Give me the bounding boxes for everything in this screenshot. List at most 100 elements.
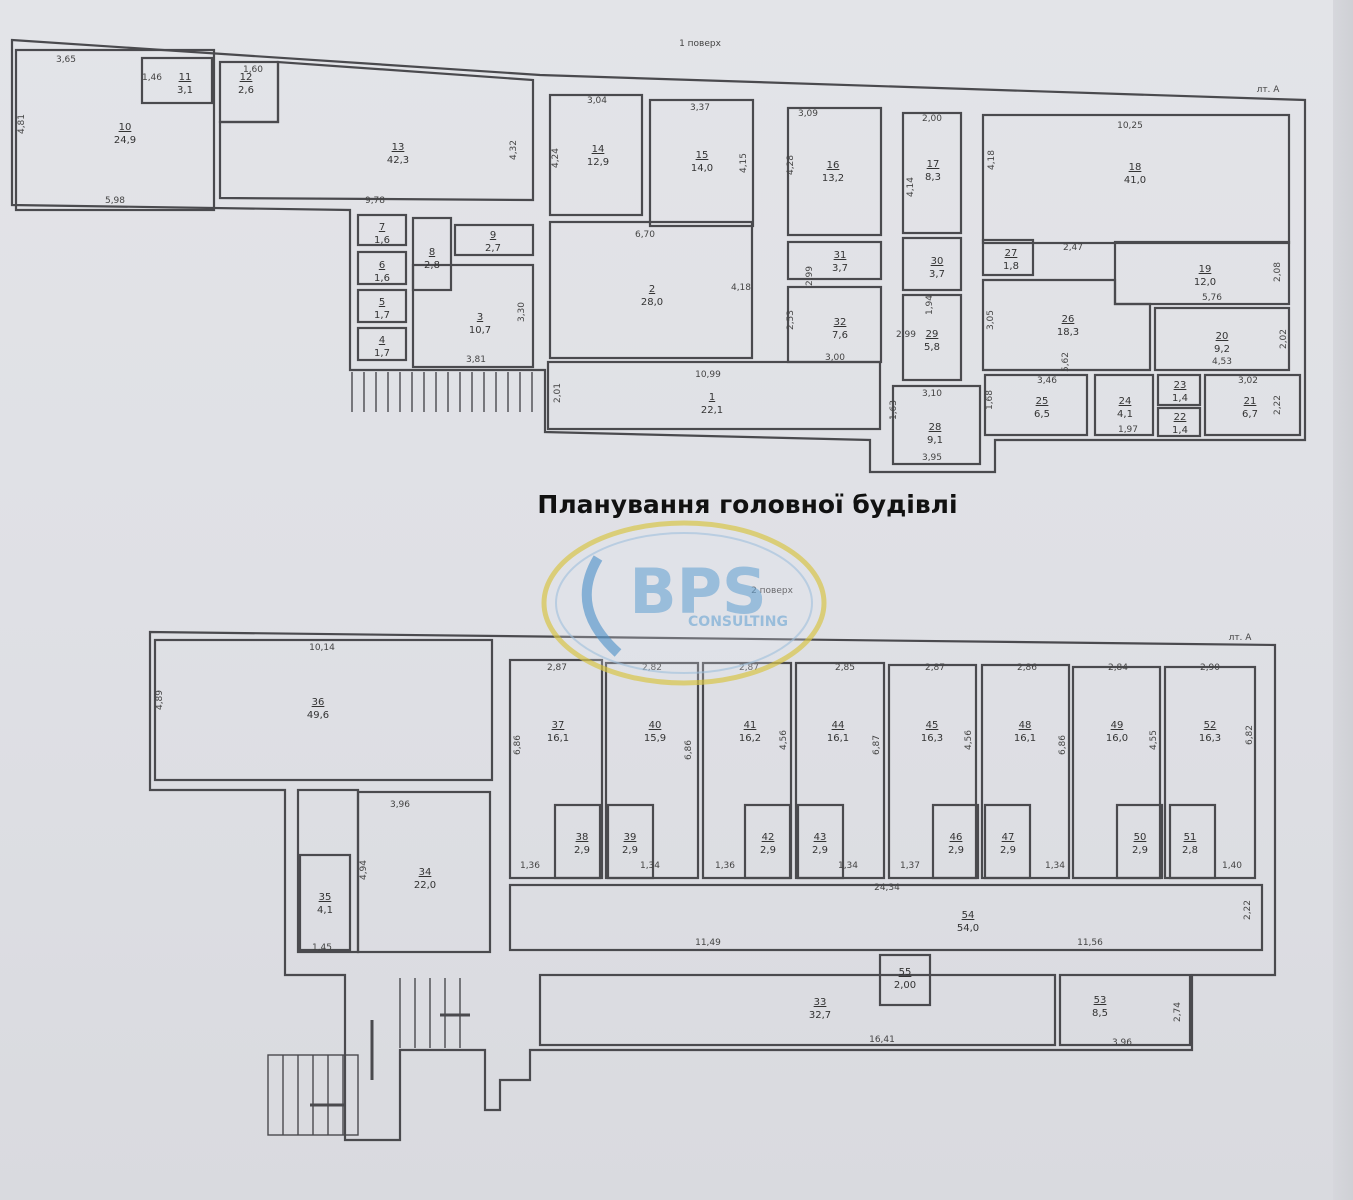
room-number: 53 [1094,995,1107,1006]
room-number: 11 [179,72,192,83]
room-area: 9,2 [1214,344,1230,355]
room-area: 3,7 [832,263,848,274]
room-area: 1,8 [1003,261,1019,272]
dimension-label: 3,37 [690,103,710,113]
dimension-label: 1,37 [900,861,920,871]
room-number: 46 [950,832,963,843]
room-area: 2,6 [238,85,254,96]
room-area: 1,6 [374,235,390,246]
room-area: 54,0 [957,923,979,934]
dimension-label: 24,34 [874,883,900,893]
room-number: 13 [392,142,405,153]
sheet-edge [1333,0,1353,1200]
dimension-label: 10,99 [695,370,721,380]
dimension-label: 2,87 [739,663,759,673]
bps-consulting-watermark: BPS CONSULTING [541,520,827,686]
dimension-label: 3,04 [587,96,607,106]
dimension-label: 4,94 [359,860,369,880]
room-area: 16,3 [921,733,943,744]
room-area: 1,4 [1172,425,1188,436]
dimension-label: 2,99 [896,330,916,340]
room-number: 40 [649,720,662,731]
dimension-label: 3,95 [922,453,942,463]
dimension-label: 4,55 [1149,730,1159,750]
dimension-label: 4,53 [1212,357,1232,367]
room-area: 6,5 [1034,409,1050,420]
dimension-label: 2,02 [1279,329,1289,349]
dimension-label: 1,34 [838,861,858,871]
dimension-label: 4,15 [739,153,749,173]
dimension-label: 3,05 [986,310,996,330]
room-number: 32 [834,317,847,328]
room-area: 3,1 [177,85,193,96]
room-area: 2,7 [485,243,501,254]
dimension-label: 3,30 [517,302,527,322]
dimension-label: 3,09 [798,109,818,119]
room-number: 55 [899,967,912,978]
dimension-label: 2,22 [1273,395,1283,415]
dimension-label: 1,68 [985,390,995,410]
room-number: 4 [379,335,385,346]
room-area: 16,0 [1106,733,1128,744]
dimension-label: 1,60 [243,65,263,75]
room-number: 8 [429,247,435,258]
dimension-label: 4,28 [786,155,796,175]
room-number: 15 [696,150,709,161]
room-area: 14,0 [691,163,713,174]
dimension-label: 6,86 [1058,735,1068,755]
room-area: 16,1 [547,733,569,744]
dimension-label: 2,08 [1273,262,1283,282]
room-number: 5 [379,297,385,308]
room-area: 10,7 [469,325,491,336]
room-area: 7,6 [832,330,848,341]
dimension-label: 5,62 [1061,352,1071,372]
floor1-lit: лт. А [1257,85,1281,95]
dimension-label: 6,82 [1245,725,1255,745]
dimension-label: 4,18 [731,283,751,293]
dimension-label: 6,87 [872,735,882,755]
dimension-label: 2,74 [1173,1002,1183,1022]
dimension-label: 1,63 [889,400,899,420]
room-area: 28,0 [641,297,663,308]
dimension-label: 9,78 [365,196,385,206]
room-area: 2,9 [1000,845,1016,856]
room-area: 8,5 [1092,1008,1108,1019]
dimension-label: 3,10 [922,389,942,399]
floor2-lit: лт. А [1229,633,1253,643]
dimension-label: 4,81 [17,114,27,134]
dimension-label: 3,02 [1238,376,1258,386]
room-area: 24,9 [114,135,136,146]
dimension-label: 2,82 [642,663,662,673]
dimension-label: 1,94 [925,295,935,315]
dimension-label: 1,36 [520,861,540,871]
room-area: 9,1 [927,435,943,446]
dimension-label: 1,34 [640,861,660,871]
dimension-label: 4,89 [155,690,165,710]
dimension-label: 1,36 [715,861,735,871]
dimension-label: 1,46 [142,73,162,83]
dimension-label: 2,87 [547,663,567,673]
room-area: 22,1 [701,405,723,416]
room-area: 12,9 [587,157,609,168]
room-area: 22,0 [414,880,436,891]
room-number: 36 [312,697,325,708]
room-number: 22 [1174,412,1187,423]
room-area: 8,3 [925,172,941,183]
dimension-label: 4,14 [906,177,916,197]
dimension-label: 10,25 [1117,121,1143,131]
room-area: 4,1 [317,905,333,916]
dimension-label: 2,01 [553,383,563,403]
dimension-label: 6,86 [513,735,523,755]
floor2-room-labels: 3649,63716,14015,94116,24416,14516,34816… [155,643,1255,1048]
dimension-label: 4,24 [551,148,561,168]
room-area: 1,6 [374,273,390,284]
room-number: 38 [576,832,589,843]
room-number: 45 [926,720,939,731]
room-area: 2,9 [1132,845,1148,856]
dimension-label: 16,41 [869,1035,895,1045]
dimension-label: 2,47 [1063,243,1083,253]
dimension-label: 11,49 [695,938,721,948]
room-number: 21 [1244,396,1257,407]
